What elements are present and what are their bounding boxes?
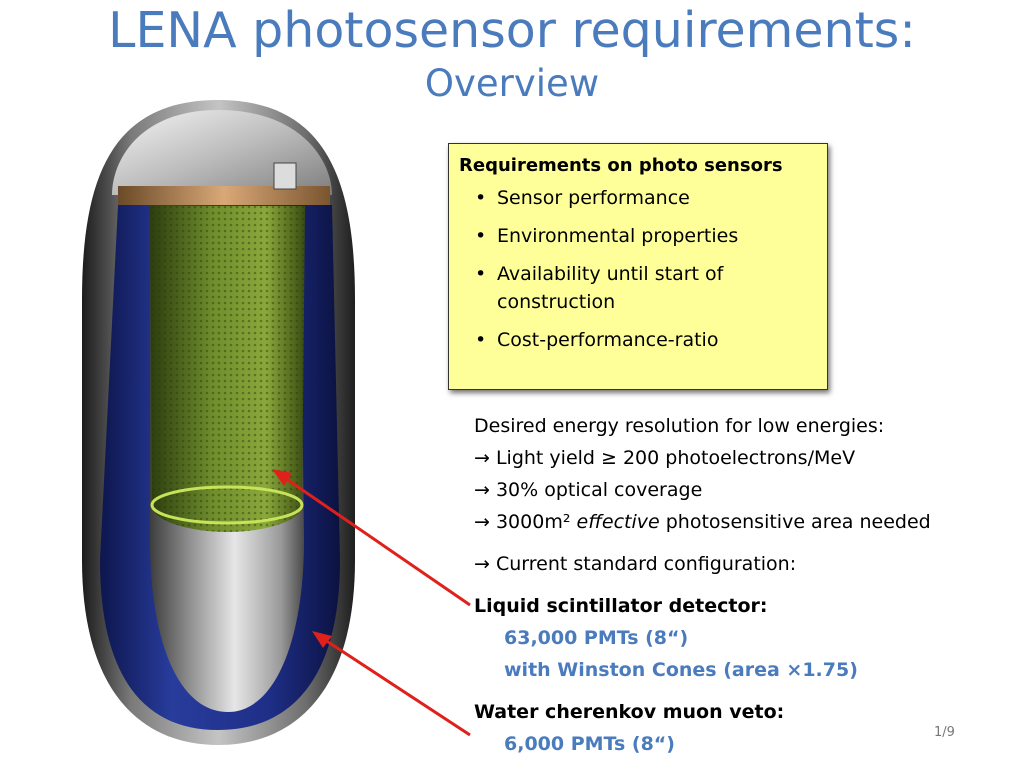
requirements-box: Requirements on photo sensors •Sensor pe… [448,143,828,390]
liquid-heading: Liquid scintillator detector: [474,595,768,617]
specs-text: Desired energy resolution for low energi… [474,410,1019,760]
list-item: •Cost-performance-ratio [475,329,719,351]
copper-deck [118,186,330,205]
arrow-cylinder [281,474,471,607]
arrow-veto-head [312,631,332,648]
slide-subtitle: Overview [424,62,600,105]
list-item: •Availability until start of constructio… [475,263,724,313]
light-yield-line: → Light yield ≥ 200 photoelectrons/MeV [474,447,856,469]
requirements-heading: Requirements on photo sensors [459,155,783,176]
liquid-cones: with Winston Cones (area ×1.75) [504,659,858,681]
configuration-line: → Current standard configuration: [474,553,797,575]
cylinder-rim [150,485,304,525]
liquid-pmts: 63,000 PMTs (8“) [504,627,689,649]
top-box [273,162,297,190]
list-item: •Environmental properties [475,225,739,247]
energy-resolution-line: Desired energy resolution for low energi… [474,415,885,437]
arrow-cylinder-head [272,469,292,486]
slide-title: LENA photosensor requirements: [108,2,916,59]
list-item: •Sensor performance [475,187,690,209]
area-line: → 3000m² effective photosensitive area n… [474,511,931,533]
water-pmts: 6,000 PMTs (8“) [504,733,675,755]
water-heading: Water cherenkov muon veto: [474,701,785,723]
page-number: 1/9 [934,725,955,740]
arrow-veto [321,636,471,737]
coverage-line: → 30% optical coverage [474,479,703,501]
requirements-list: •Sensor performance •Environmental prope… [459,184,819,354]
